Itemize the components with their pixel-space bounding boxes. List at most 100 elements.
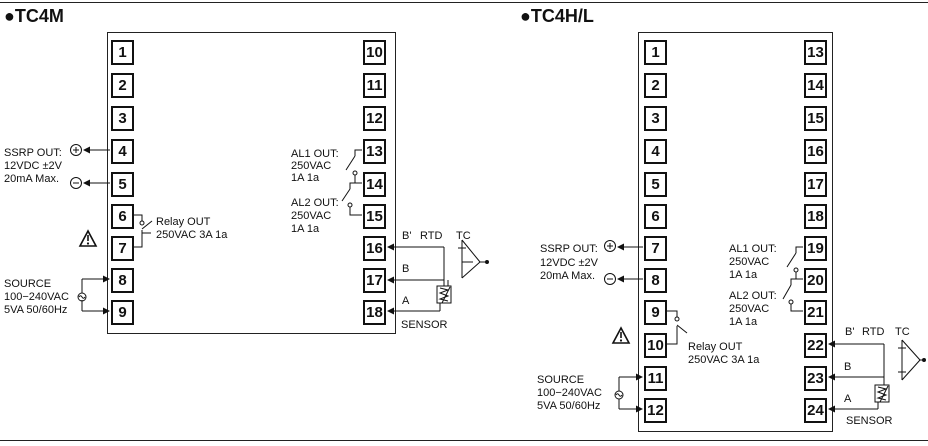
tc4m-terminal-9: 9: [111, 300, 134, 325]
tc4m-terminal-13: 13: [363, 139, 386, 164]
tc4hl-al1-label: AL1 OUT:: [729, 243, 777, 255]
tc4m-al1-label: AL1 OUT:: [291, 148, 339, 160]
tc4hl-terminal-16: 16: [804, 139, 827, 164]
tc4m-source-power: 5VA 50/60Hz: [4, 304, 68, 316]
tc4m-terminal-3: 3: [111, 106, 134, 131]
tc4hl-ssrp-current: 20mA Max.: [540, 270, 596, 282]
tc4hl-terminal-17: 17: [804, 172, 827, 197]
tc4m-relay-label: Relay OUT: [156, 216, 211, 228]
tc4m-al1-wire: [354, 149, 362, 156]
tc4hl-terminal-24: 24: [804, 398, 827, 423]
tc4m-terminal-14: 14: [363, 172, 386, 197]
tc4hl-body: [638, 32, 833, 432]
tc4m-terminal-8: 8: [111, 268, 134, 293]
tc4hl-sensor-tc: TC: [895, 326, 910, 338]
tc4hl-terminal-6: 6: [644, 204, 667, 229]
tc4m-ssrp-voltage: 12VDC ±2V: [4, 160, 63, 172]
tc4m-source-label: SOURCE: [4, 278, 52, 290]
tc4m-terminal-12: 12: [363, 106, 386, 131]
tc4hl-terminal-23: 23: [804, 366, 827, 391]
tc4hl-terminal-2: 2: [644, 73, 667, 98]
tc4hl-terminal-20: 20: [804, 268, 827, 293]
tc4m-sensor-b: B: [402, 263, 410, 275]
tc4hl-al2-current: 1A 1a: [729, 316, 758, 328]
tc4m-source-voltage: 100−240VAC: [4, 291, 69, 303]
tc4hl-terminal-8: 8: [644, 268, 667, 293]
tc4hl-terminal-14: 14: [804, 73, 827, 98]
tc4hl-terminal-7: 7: [644, 236, 667, 261]
tc4m-ac-source-icon: [77, 292, 87, 302]
tc4m-al2-wire: [349, 182, 362, 189]
tc4m-title: ●TC4M: [4, 6, 64, 26]
tc4m-terminal-5: 5: [111, 172, 134, 197]
tc4m-terminal-16: 16: [363, 236, 386, 261]
tc4hl-al2-wire: [790, 278, 803, 285]
tc4hl-relay-label: Relay OUT: [688, 341, 743, 353]
tc4m-rtd-resistor-icon: [436, 285, 452, 304]
tc4m-terminal-11: 11: [363, 73, 386, 98]
tc4hl-terminal-22: 22: [804, 333, 827, 358]
tc4m-relay-rating: 250VAC 3A 1a: [156, 229, 228, 241]
tc4hl-ssrp-voltage: 12VDC ±2V: [540, 257, 599, 269]
tc4hl-terminal-9: 9: [644, 300, 667, 325]
tc4m-al2-label: AL2 OUT:: [291, 197, 339, 209]
tc4hl-terminal-3: 3: [644, 106, 667, 131]
tc4hl-ac-source-icon: [614, 390, 624, 400]
tc4hl-sensor-b: B: [844, 361, 852, 373]
tc4m-al2-voltage: 250VAC: [291, 210, 332, 222]
tc4m-terminal-2: 2: [111, 73, 134, 98]
tc4hl-terminal-11: 11: [644, 366, 667, 391]
tc4m-ssrp-current: 20mA Max.: [4, 173, 60, 185]
tc4hl-terminal-10: 10: [644, 333, 667, 358]
tc4m-sensor-a: A: [402, 295, 410, 307]
tc4hl-al1-current: 1A 1a: [729, 269, 758, 281]
tc4m-terminal-7: 7: [111, 236, 134, 261]
tc4m-terminal-18: 18: [363, 300, 386, 325]
tc4hl-sensor-a: A: [844, 393, 852, 405]
tc4m-terminal-17: 17: [363, 268, 386, 293]
tc4m-terminal-10: 10: [363, 40, 386, 65]
tc4hl-al1-wire: [795, 246, 803, 253]
tc4m-ssrp-label: SSRP OUT:: [4, 147, 62, 159]
tc4hl-terminal-13: 13: [804, 40, 827, 65]
top-rule: [0, 2, 928, 3]
tc4hl-source-label: SOURCE: [537, 374, 585, 386]
bottom-rule: [0, 440, 928, 441]
tc4m-minus-circle: [70, 177, 82, 189]
tc4hl-terminal-4: 4: [644, 139, 667, 164]
tc4m-terminal-6: 6: [111, 204, 134, 229]
tc4hl-terminal-21: 21: [804, 300, 827, 325]
tc4m-sensor-tc: TC: [456, 230, 471, 242]
tc4m-terminal-4: 4: [111, 139, 134, 164]
tc4hl-relay-rating: 250VAC 3A 1a: [688, 354, 760, 366]
tc4hl-al2-voltage: 250VAC: [729, 303, 770, 315]
tc4m-sensor-rtd: RTD: [420, 230, 443, 242]
tc4hl-ssrp-label: SSRP OUT:: [540, 243, 598, 255]
tc4hl-rtd-resistor-icon: [874, 384, 890, 403]
tc4hl-terminal-5: 5: [644, 172, 667, 197]
tc4m-al2-current: 1A 1a: [291, 223, 320, 235]
tc4m-sensor-label: SENSOR: [401, 319, 448, 331]
tc4m-relay-wire: [134, 214, 143, 221]
tc4hl-al1-voltage: 250VAC: [729, 256, 770, 268]
tc4m-sensor-bprime: B': [402, 230, 412, 242]
tc4hl-source-power: 5VA 50/60Hz: [537, 400, 601, 412]
tc4m-warning-icon: [78, 229, 98, 247]
tc4hl-warning-icon: [611, 326, 631, 344]
tc4hl-sensor-label: SENSOR: [846, 415, 893, 427]
tc4m-plus-circle: [70, 144, 82, 156]
tc4hl-terminal-12: 12: [644, 398, 667, 423]
tc4hl-terminal-18: 18: [804, 204, 827, 229]
tc4hl-title: ●TC4H/L: [520, 6, 594, 26]
tc4hl-terminal-1: 1: [644, 40, 667, 65]
tc4hl-al2-label: AL2 OUT:: [729, 290, 777, 302]
tc4m-terminal-1: 1: [111, 40, 134, 65]
tc4hl-source-voltage: 100−240VAC: [537, 387, 602, 399]
tc4hl-relay-wire: [667, 310, 678, 317]
tc4m-al1-current: 1A 1a: [291, 172, 320, 184]
tc4m-al1-voltage: 250VAC: [291, 160, 332, 172]
tc4hl-minus-circle: [604, 273, 616, 285]
tc4m-body: [107, 32, 396, 334]
tc4m-terminal-15: 15: [363, 204, 386, 229]
